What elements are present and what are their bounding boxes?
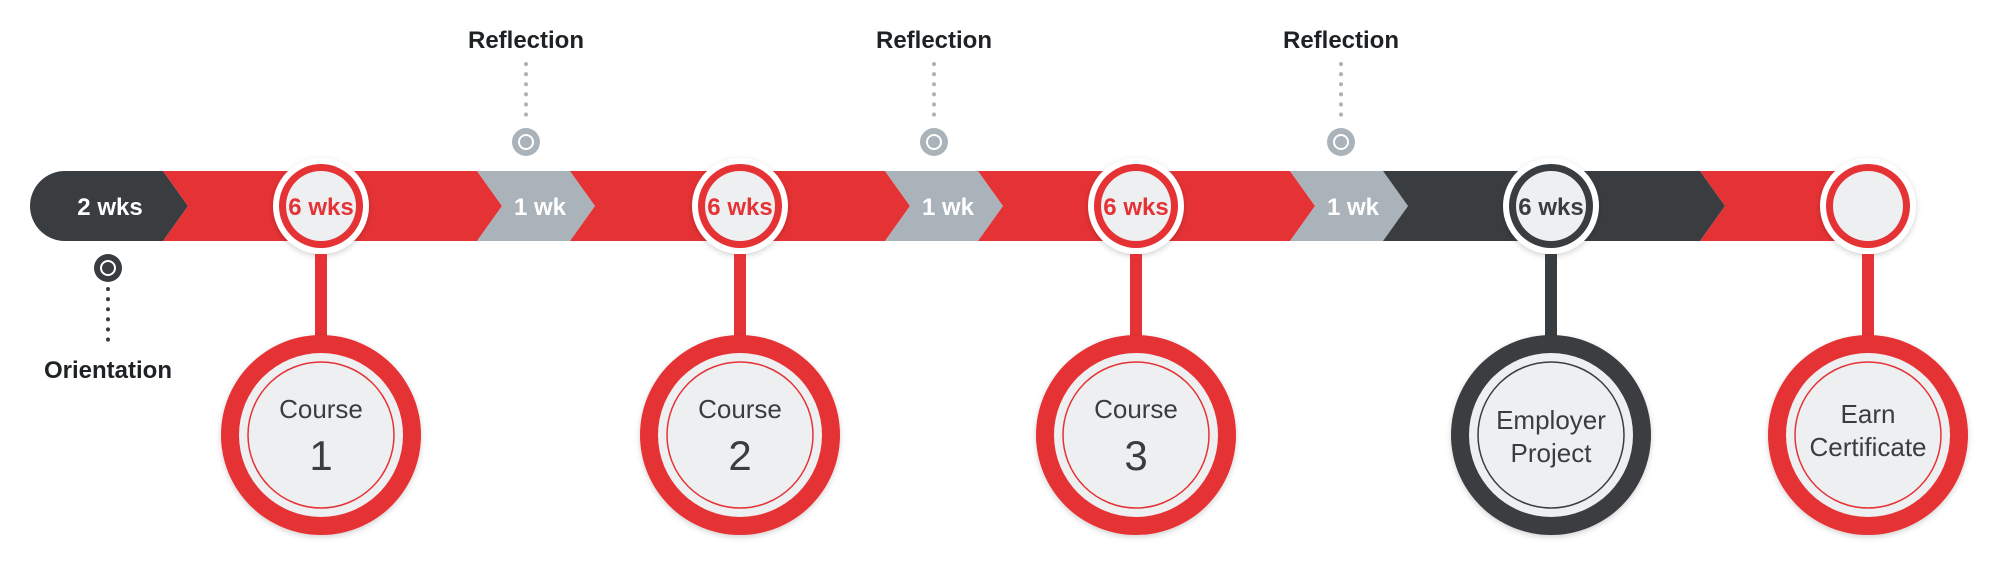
- milestone-label-line2: 2: [728, 432, 751, 479]
- milestone-label-line1: Course: [1094, 394, 1178, 424]
- bar-node-employer-project: 6 wks: [1503, 158, 1599, 254]
- connector-employer-project: [1545, 254, 1557, 344]
- connector-course-2: [734, 254, 746, 344]
- bar-node-course-3: 6 wks: [1088, 158, 1184, 254]
- reflection-marker-icon: [920, 128, 948, 156]
- orientation-callout: Orientation: [44, 254, 172, 384]
- milestone-label-line2: 3: [1124, 432, 1147, 479]
- bar-node-course-2: 6 wks: [692, 158, 788, 254]
- segment-label-course-1: 6 wks: [288, 194, 353, 221]
- milestone-label-line1: Employer: [1496, 405, 1606, 435]
- segment-label-employer-project: 6 wks: [1518, 194, 1583, 221]
- orientation-label: Orientation: [44, 357, 172, 384]
- connector-course-3: [1130, 254, 1142, 344]
- segment-orientation: [30, 171, 188, 241]
- segment-label-reflection-2: 1 wk: [922, 194, 975, 221]
- segment-reflection-2: [885, 171, 1003, 241]
- segment-reflection-3: [1290, 171, 1408, 241]
- milestone-course-1: Course 1: [221, 335, 421, 535]
- reflection-label: Reflection: [876, 27, 992, 54]
- bar-node-certificate: [1820, 158, 1916, 254]
- milestone-label-line2: Project: [1511, 438, 1593, 468]
- reflection-callout-1: Reflection: [468, 27, 584, 156]
- reflection-label: Reflection: [1283, 27, 1399, 54]
- connector-certificate: [1862, 254, 1874, 344]
- segment-label-reflection-3: 1 wk: [1327, 194, 1380, 221]
- milestone-label-line1: Course: [698, 394, 782, 424]
- reflection-label: Reflection: [468, 27, 584, 54]
- milestone-earn-certificate: Earn Certificate: [1768, 335, 1968, 535]
- segment-label-reflection-1: 1 wk: [514, 194, 567, 221]
- milestone-course-3: Course 3: [1036, 335, 1236, 535]
- milestone-label-line1: Course: [279, 394, 363, 424]
- segment-reflection-1: [477, 171, 595, 241]
- milestone-course-2: Course 2: [640, 335, 840, 535]
- milestone-label-line1: Earn: [1841, 399, 1896, 429]
- milestone-label-line2: 1: [309, 432, 332, 479]
- reflection-marker-icon: [512, 128, 540, 156]
- reflection-callout-3: Reflection: [1283, 27, 1399, 156]
- segment-label-course-3: 6 wks: [1103, 194, 1168, 221]
- reflection-callout-2: Reflection: [876, 27, 992, 156]
- bar-node-course-1: 6 wks: [273, 158, 369, 254]
- segment-label-course-2: 6 wks: [707, 194, 772, 221]
- milestone-employer-project: Employer Project: [1451, 335, 1651, 535]
- connector-course-1: [315, 254, 327, 344]
- segment-label-orientation: 2 wks: [77, 194, 142, 221]
- milestone-label-line2: Certificate: [1809, 432, 1926, 462]
- reflection-marker-icon: [1327, 128, 1355, 156]
- orientation-marker-icon: [94, 254, 122, 282]
